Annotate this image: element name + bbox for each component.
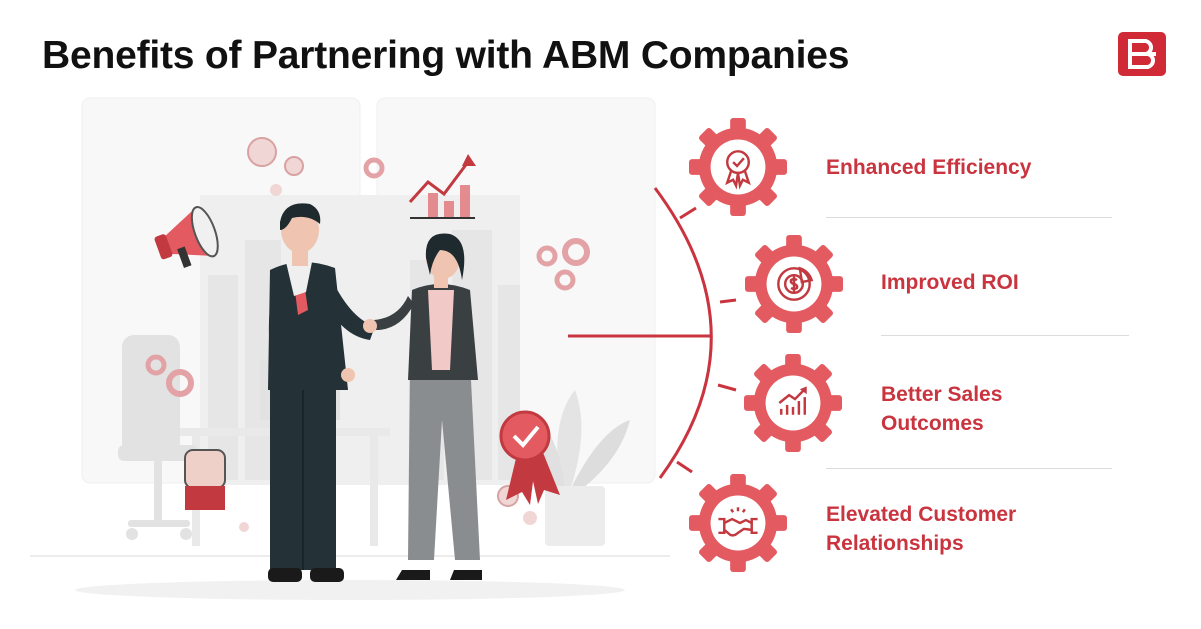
- connector-tick: [717, 383, 737, 392]
- handshake-illustration: [30, 97, 670, 600]
- benefit-label: Enhanced Efficiency: [826, 156, 1032, 179]
- connector-tick: [679, 206, 697, 220]
- connector-curve: [653, 187, 713, 479]
- divider: [881, 335, 1129, 336]
- businessman: [268, 203, 375, 582]
- trend-chart-icon: [408, 154, 476, 219]
- plant-icon: [529, 390, 630, 546]
- benefit-label: Elevated Customer Relationships: [826, 503, 1017, 555]
- handshake-icon: [718, 507, 758, 537]
- gear-icon: [145, 157, 590, 397]
- growth-chart-icon: [778, 386, 807, 415]
- divider: [826, 468, 1112, 469]
- gear-badge-icon: [744, 354, 842, 452]
- benefits-diagram: Enhanced Efficiency: [560, 110, 1201, 590]
- fist-icon: [184, 449, 226, 510]
- connector-arc: [568, 187, 737, 479]
- award-badge-icon: [725, 150, 751, 190]
- page-title: Benefits of Partnering with ABM Companie…: [42, 34, 850, 77]
- benefit-label: Better Sales Outcomes: [881, 383, 1003, 435]
- connector-tick: [719, 298, 737, 304]
- benefit-label: Improved ROI: [881, 271, 1019, 294]
- connector-tick: [676, 460, 693, 474]
- gear-badge-icon: [745, 235, 843, 333]
- dollar-chart-icon: [777, 266, 814, 301]
- businesswoman: [363, 233, 482, 580]
- gear-badge-icon: [689, 118, 787, 216]
- megaphone-icon: [154, 206, 219, 269]
- divider: [826, 217, 1112, 218]
- ribbon-badge-icon: [499, 410, 560, 505]
- gear-badge-icon: [689, 474, 787, 572]
- letter-b-logo-icon: [1118, 32, 1166, 76]
